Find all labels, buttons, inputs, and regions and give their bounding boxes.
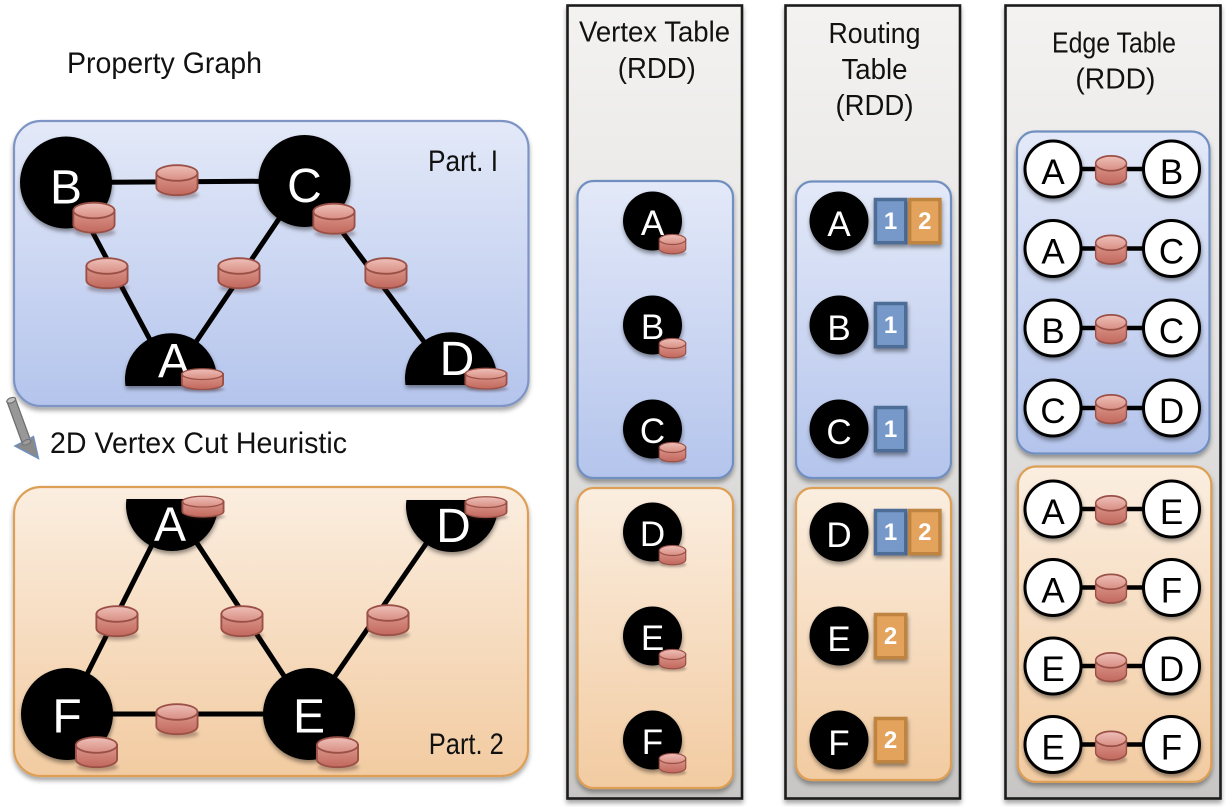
svg-text:C: C: [1040, 392, 1065, 431]
svg-text:2: 2: [884, 623, 897, 650]
svg-text:E: E: [293, 691, 325, 744]
svg-text:Part. 2: Part. 2: [429, 728, 504, 761]
svg-text:Part. I: Part. I: [428, 145, 498, 178]
svg-text:(RDD): (RDD): [618, 53, 696, 85]
svg-text:E: E: [827, 620, 850, 659]
svg-text:E: E: [1041, 729, 1064, 768]
svg-text:Table: Table: [842, 54, 908, 86]
svg-text:1: 1: [884, 519, 897, 546]
svg-text:A: A: [1041, 233, 1065, 272]
svg-text:1: 1: [884, 312, 897, 339]
svg-text:1: 1: [884, 416, 897, 443]
svg-text:Edge Table: Edge Table: [1052, 28, 1176, 60]
svg-text:Property Graph: Property Graph: [67, 47, 262, 80]
svg-text:2D Vertex Cut Heuristic: 2D Vertex Cut Heuristic: [50, 427, 347, 460]
svg-text:A: A: [1041, 153, 1065, 192]
svg-text:F: F: [828, 724, 849, 763]
svg-text:2: 2: [918, 208, 931, 235]
svg-text:B: B: [1160, 153, 1183, 192]
svg-text:A: A: [827, 205, 851, 244]
svg-text:D: D: [1159, 392, 1184, 431]
svg-text:(RDD): (RDD): [836, 90, 914, 122]
svg-text:(RDD): (RDD): [1075, 64, 1155, 96]
svg-text:2: 2: [918, 519, 931, 546]
svg-text:F: F: [52, 691, 81, 744]
svg-text:B: B: [1041, 312, 1064, 351]
svg-text:2: 2: [884, 727, 897, 754]
svg-text:C: C: [1159, 312, 1184, 351]
svg-text:E: E: [1160, 493, 1183, 532]
svg-text:Routing: Routing: [829, 18, 921, 50]
svg-text:E: E: [641, 619, 664, 658]
svg-text:F: F: [642, 723, 663, 762]
svg-text:1: 1: [884, 208, 897, 235]
svg-text:C: C: [1159, 233, 1184, 272]
svg-text:C: C: [287, 160, 322, 213]
svg-text:B: B: [641, 308, 664, 347]
svg-text:F: F: [1161, 729, 1182, 768]
svg-text:E: E: [1041, 650, 1064, 689]
svg-text:C: C: [826, 413, 851, 452]
svg-text:A: A: [1041, 493, 1065, 532]
svg-text:D: D: [1159, 650, 1184, 689]
svg-text:B: B: [827, 309, 850, 348]
svg-text:F: F: [1161, 572, 1182, 611]
svg-text:A: A: [1041, 572, 1065, 611]
svg-text:Vertex Table: Vertex Table: [579, 17, 730, 49]
svg-text:A: A: [154, 499, 186, 552]
svg-text:D: D: [826, 516, 851, 555]
